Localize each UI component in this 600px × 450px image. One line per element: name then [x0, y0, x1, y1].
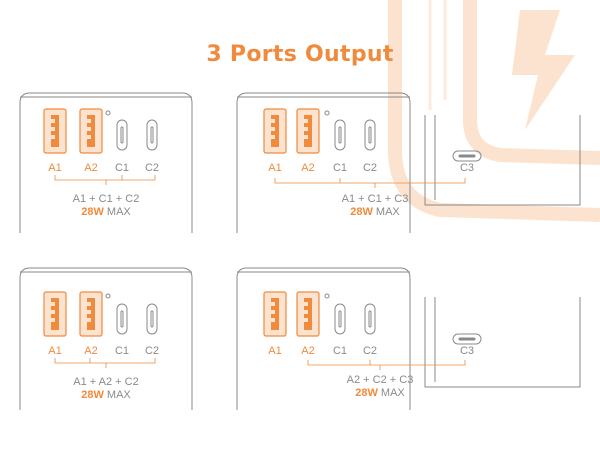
watt-value: 28W [81, 206, 104, 218]
port-label-c2: C2 [144, 162, 160, 174]
port-label-c1: C1 [114, 162, 130, 174]
port-label-c1: C1 [114, 345, 130, 357]
panel-a2-c2-c3: A1 A2 C1 C2 C3 A2 + C2 + C3 28W MAX [235, 262, 600, 412]
port-label-a2: A2 [301, 345, 315, 357]
power-rating: 28W MAX [46, 389, 166, 402]
port-label-c1: C1 [332, 162, 348, 174]
port-combination: A1 + C1 + C3 28W MAX [315, 193, 435, 219]
max-label: MAX [106, 389, 131, 401]
combo-text: A2 + C2 + C3 [346, 374, 414, 386]
page-title: 3 Ports Output [206, 42, 394, 67]
port-label-a1: A1 [268, 162, 282, 174]
port-combination: A1 + A2 + C2 28W MAX [46, 376, 166, 402]
power-rating: 28W MAX [315, 206, 435, 219]
panel-a1-c1-c3: A1 A2 C1 C2 C3 A1 + C1 + C3 28W MAX [235, 85, 600, 235]
port-label-a1: A1 [48, 162, 62, 174]
power-rating: 28W MAX [46, 206, 166, 219]
watt-value: 28W [350, 206, 373, 218]
watt-value: 28W [81, 389, 104, 401]
combo-text: A1 + A2 + C2 [73, 376, 139, 388]
port-label-a2: A2 [301, 162, 315, 174]
charger-outline [19, 92, 193, 233]
panel-a1-a2-c2: A1 A2 C1 C2 A1 + A2 + C2 28W MAX [0, 262, 200, 412]
combo-text: A1 + C1 + C2 [72, 193, 140, 205]
port-label-a1: A1 [48, 345, 62, 357]
port-label-a1: A1 [268, 345, 282, 357]
port-label-a2: A2 [84, 162, 98, 174]
panel-a1-c1-c2: A1 A2 C1 C2 A1 + C1 + C2 28W MAX [0, 85, 200, 235]
power-rating: 28W MAX [320, 387, 440, 400]
port-label-a2: A2 [84, 345, 98, 357]
watt-value: 28W [355, 387, 378, 399]
max-label: MAX [106, 206, 131, 218]
port-combination: A1 + C1 + C2 28W MAX [46, 193, 166, 219]
combo-text: A1 + C1 + C3 [341, 193, 409, 205]
port-label-c2: C2 [362, 345, 378, 357]
max-label: MAX [380, 387, 405, 399]
port-label-c2: C2 [144, 345, 160, 357]
port-label-c1: C1 [332, 345, 348, 357]
port-label-c3: C3 [459, 162, 475, 174]
port-label-c3: C3 [459, 345, 475, 357]
port-combination: A2 + C2 + C3 28W MAX [320, 374, 440, 400]
charger-outline [236, 92, 581, 233]
port-label-c2: C2 [362, 162, 378, 174]
charger-outline [19, 267, 193, 410]
max-label: MAX [375, 206, 400, 218]
charger-outline [236, 267, 581, 410]
